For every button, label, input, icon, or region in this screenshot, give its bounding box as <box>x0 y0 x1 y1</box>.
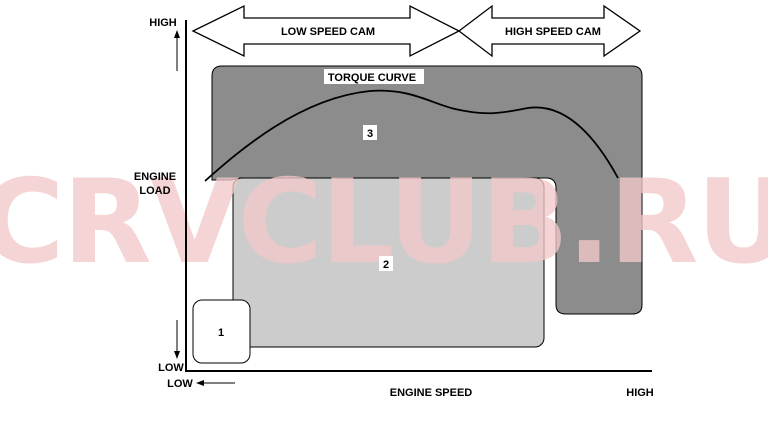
region-1-area <box>192 299 251 364</box>
x-high-label: HIGH <box>626 387 654 399</box>
region-3-label-box <box>363 125 377 140</box>
region-1-label: 1 <box>218 327 224 339</box>
low-speed-cam-label: LOW SPEED CAM <box>281 26 375 38</box>
high-speed-cam-arrow <box>457 4 642 58</box>
y-axis-label-line1: ENGINE <box>134 171 176 183</box>
torque-curve-label: TORQUE CURVE <box>328 72 416 84</box>
region-3-label: 3 <box>367 128 373 140</box>
torque-curve <box>204 89 619 182</box>
x-low-arrow-head <box>196 380 204 386</box>
region-2-label: 2 <box>383 259 389 271</box>
y-low-label: LOW <box>158 362 184 374</box>
x-low-label: LOW <box>167 378 193 390</box>
y-high-arrow-head <box>174 30 180 38</box>
x-axis-label: ENGINE SPEED <box>390 387 473 399</box>
y-axis-label-line2: LOAD <box>139 185 170 197</box>
region-2-label-box <box>379 256 393 271</box>
high-speed-cam-label: HIGH SPEED CAM <box>505 26 601 38</box>
region-3-area <box>211 65 643 315</box>
y-low-arrow-head <box>174 351 180 359</box>
torque-curve-label-box <box>324 69 424 84</box>
y-high-label: HIGH <box>149 17 177 29</box>
